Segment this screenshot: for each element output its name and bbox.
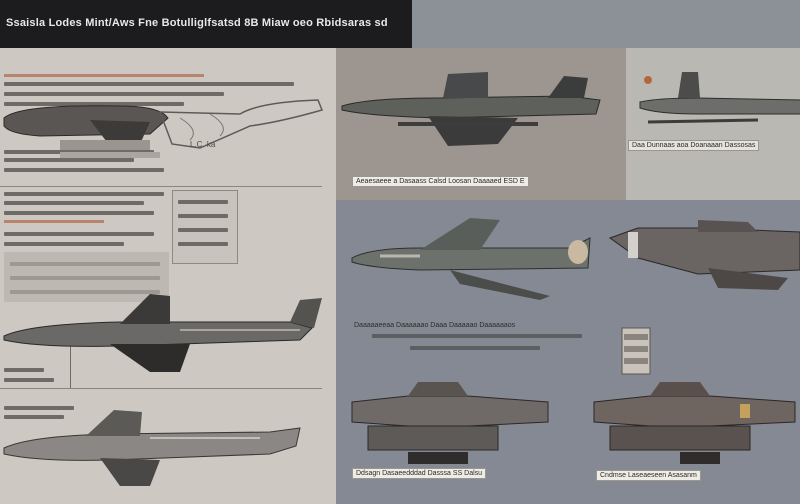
text-line [4,168,164,172]
divider-line [70,340,71,388]
top-right-panel [626,48,800,200]
text-line [10,276,160,280]
page-title: Ssaisla Lodes Mint/Aws Fne Botulliglfsat… [6,17,388,29]
side-view-aircraft-1 [3,294,322,372]
text-line [4,211,154,215]
text-line [4,92,224,96]
top-view-aircraft-1 [341,72,601,146]
sketch-note: L.C. ka [190,140,216,149]
bottom-view-aircraft-2 [593,382,796,464]
caption-top-right: Daa Dunnaas aoa Doanaaan Dassosas [628,140,760,151]
text-line [178,242,228,246]
top-view-aircraft-2 [639,72,800,124]
text-line [4,415,64,419]
text-line [178,200,228,204]
bottom-view-aircraft-1 [351,382,549,464]
component-detail [621,327,651,375]
caption-bottom-center: Ddsagn Dasaeedddad Dasssa SS Dalsu [352,468,487,479]
text-line [4,378,54,382]
caption-mid-center: Daaaaaeeaa Daaaaaao Daaa Daaaaao Daaaaaa… [354,322,516,329]
title-bar: Ssaisla Lodes Mint/Aws Fne Botulliglfsat… [0,0,412,48]
text-line [4,232,154,236]
text-line [372,334,582,338]
text-line [4,102,184,106]
text-line [4,406,74,410]
text-line [4,74,204,77]
side-view-aircraft-2 [3,410,301,486]
text-line [10,290,160,294]
mid-view-aircraft-2 [608,220,800,290]
divider-line [0,186,322,187]
text-line [410,346,540,350]
text-line [4,201,144,205]
text-line [4,82,294,86]
divider-line [0,388,322,389]
text-line [4,192,164,196]
caption-top-center: Aeaesaeee a Dasaass Calsd Loosan Daaaaed… [352,176,529,187]
text-line [4,368,44,372]
header-filler [412,0,800,48]
text-line [4,158,134,162]
caption-bottom-right: Cndmse Laseaeseen Asasanm [596,470,701,481]
text-line [4,220,104,223]
text-line [4,242,124,246]
mid-view-aircraft-1 [351,218,591,300]
text-line [178,214,228,218]
sketch-aircraft-illustration [3,99,324,158]
text-line [178,228,228,232]
text-line [10,262,160,266]
